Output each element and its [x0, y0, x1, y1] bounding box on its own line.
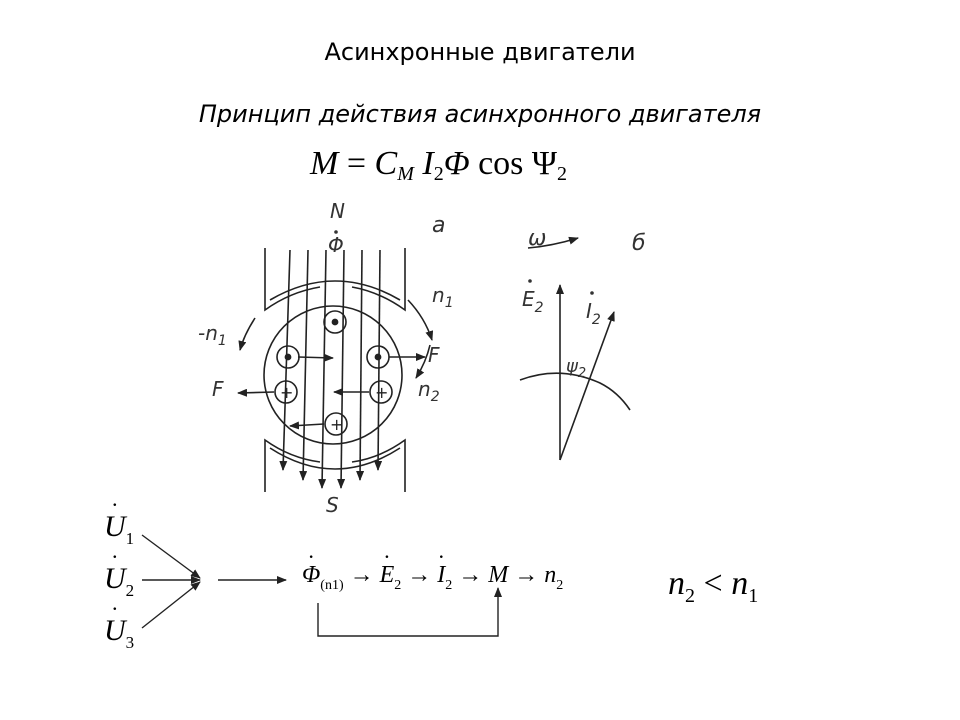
chain-arrow: → [514, 562, 539, 588]
label-north: N [330, 199, 345, 223]
formula-equals: = [346, 145, 367, 182]
omega-arrow [527, 236, 579, 249]
force-arrow [289, 421, 325, 430]
bottom-pole-arc [269, 447, 401, 470]
chain-i: I [437, 562, 445, 589]
inequality-right: n [731, 565, 749, 602]
label-force-right: F [428, 343, 440, 367]
label-phi: Φ [328, 233, 344, 257]
top-pole-right [351, 248, 406, 312]
plus-sign: + [375, 383, 388, 402]
chain-n-sub: 2 [556, 578, 564, 593]
feedback-loop [317, 587, 502, 637]
chain-e: E [380, 562, 395, 589]
chain-arrow: → [407, 562, 432, 588]
bottom-pole-right [351, 438, 406, 492]
i2-dot [590, 291, 594, 295]
chain-phi-sub: (n1) [320, 578, 344, 593]
label-force-left: F [212, 377, 224, 401]
rotation-arrow-n1 [407, 299, 434, 341]
conductor-dot [323, 310, 347, 334]
angle-arc-psi [519, 372, 631, 411]
formula-i: I [422, 145, 434, 182]
formula-m: M [310, 145, 339, 182]
formula-phi: Φ [443, 145, 470, 182]
chain-phi: Φ [302, 562, 320, 589]
phasor-i2 [559, 311, 615, 461]
rotation-arrow-minus-n1 [238, 317, 256, 351]
rotation-arrow-n2 [415, 344, 431, 379]
top-pole-arc [269, 280, 401, 301]
chain-arrow: → [349, 562, 374, 588]
connector-u3 [141, 581, 201, 629]
label-n1: n1 [432, 283, 454, 311]
conductor-plus [274, 380, 298, 404]
inequality-left-sub: 2 [685, 585, 695, 607]
e2-dot [528, 279, 532, 283]
label-i2: I2 [586, 299, 601, 328]
panel-label-b: б [632, 231, 646, 256]
chain-m: M [488, 562, 509, 588]
chain-e-sub: 2 [394, 578, 402, 593]
phasor-diagram [519, 236, 631, 461]
bottom-pole-left [264, 438, 321, 492]
speed-inequality: n2 < n1 [668, 565, 758, 608]
panel-label-a: а [432, 213, 445, 238]
plus-sign: + [280, 383, 293, 402]
chain-i-sub: 2 [445, 578, 453, 593]
field-line [356, 249, 365, 481]
label-south: S [326, 493, 339, 517]
inequality-right-sub: 1 [748, 585, 759, 607]
force-arrow [297, 353, 334, 362]
plus-sign: + [330, 415, 343, 434]
label-omega: ω [528, 226, 546, 251]
causal-chain: Φ(n1) → E2 → I2 → M → n2 [302, 562, 563, 594]
label-psi2: ψ2 [566, 356, 586, 381]
conductor-plus [324, 412, 348, 436]
formula-i-sub: 2 [433, 163, 444, 185]
inequality-op: < [703, 565, 723, 602]
phi-dot [334, 230, 338, 234]
slide-subtitle: Принцип действия асинхронного двигателя [198, 100, 762, 128]
formula-cos: cos [478, 145, 524, 182]
label-e2: E2 [522, 287, 544, 316]
chain-arrow: → [458, 562, 483, 588]
force-arrow [237, 388, 275, 397]
voltage-u3: U3 [104, 614, 134, 653]
chain-n: n [544, 562, 557, 588]
formula-c-sub: M [397, 163, 414, 185]
rotor-circle [263, 305, 403, 445]
label-n2: n2 [418, 377, 440, 405]
slide-title: Асинхронные двигатели [324, 38, 636, 66]
rotor-field-diagram [237, 248, 434, 492]
field-line [337, 249, 346, 489]
voltage-u2: U2 [104, 562, 134, 601]
torque-formula: M = CM I2Φ cos Ψ2 [310, 145, 567, 186]
connector-u1 [141, 534, 201, 579]
formula-c: C [374, 145, 398, 182]
label-minus-n1: -n1 [198, 321, 227, 349]
voltage-connectors [141, 534, 502, 637]
field-line [318, 249, 327, 489]
conductor-plus [369, 380, 393, 404]
top-pole-left [264, 248, 321, 312]
voltage-u1: U1 [104, 510, 134, 549]
formula-psi-sub: 2 [557, 163, 568, 185]
formula-psi: Ψ [531, 145, 558, 182]
field-line [299, 249, 309, 481]
inequality-left: n [668, 565, 685, 602]
